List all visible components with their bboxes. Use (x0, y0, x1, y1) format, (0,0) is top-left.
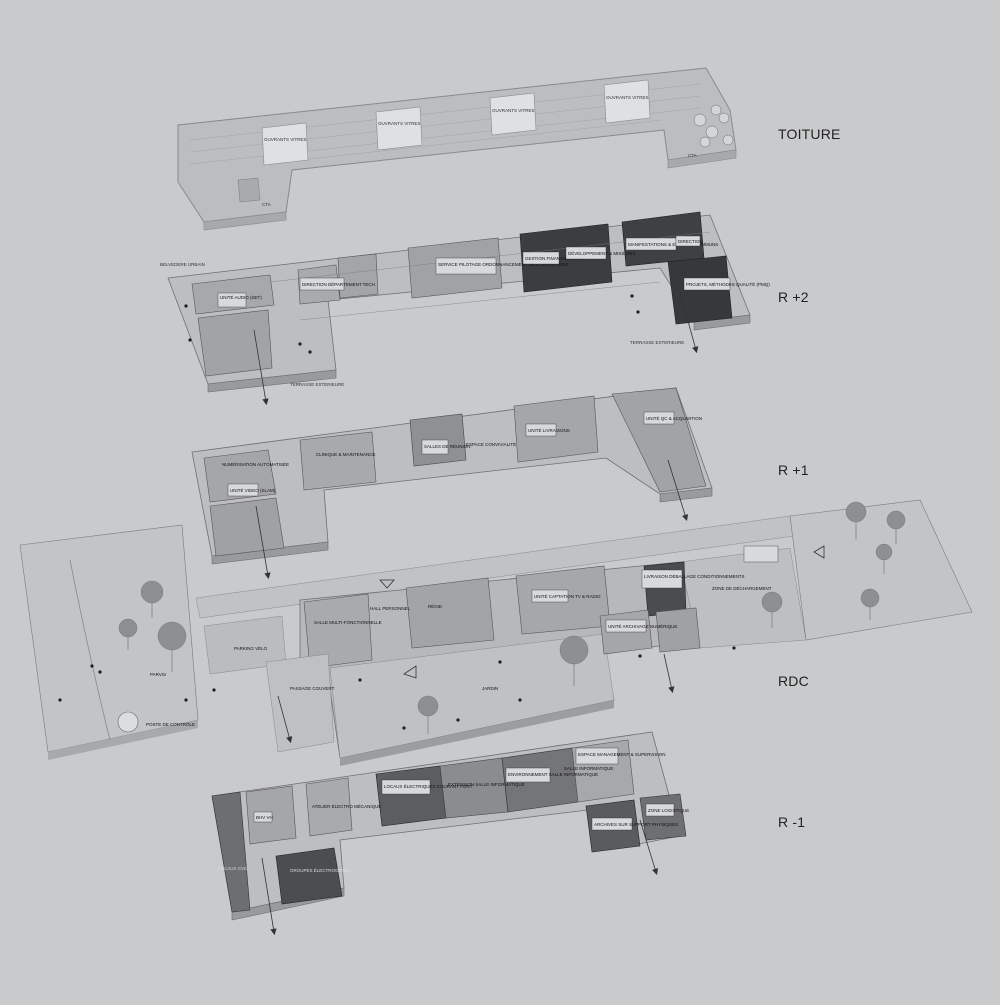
terrace-label: TERRASSE EXTERIEURE (290, 382, 344, 387)
room-label: NUMÉRISATION AUTOMATISÉE (222, 461, 289, 467)
terrace-label: TERRASSE EXTERIEURE (630, 340, 684, 345)
cta-label: CTA (688, 153, 697, 158)
level-label-rdc: RDC (778, 673, 809, 689)
room-label: SALLE MULTI-FONCTIONNELLE (314, 620, 382, 625)
circulation-arrow (679, 291, 699, 354)
room-label: ARCHIVES SUR SUPPORT PHYSIQUES (594, 822, 678, 827)
roof-skylight (375, 106, 423, 151)
entrance-marker (813, 545, 825, 559)
room-label: ATELIER ÉLECTRO MÉCANIQUE (312, 803, 381, 809)
rm1-labels: ESPACE MANAGEMENT & SUPERVISION LOCAUX É… (218, 747, 689, 873)
level-label-rm1: R -1 (778, 814, 806, 830)
truck (743, 545, 779, 563)
room-label: BHV VH (256, 815, 273, 820)
level-r1: NUMÉRISATION AUTOMATISÉE CLINIQUE & MAIN… (191, 387, 713, 580)
room-label: UNITÉ ARCHIVAGE NUMÉRIQUE (608, 623, 677, 629)
room-label: DIRECTION (678, 239, 703, 244)
room-label: UNITÉ AUDIO (SET) (220, 294, 262, 300)
roof-skylight (603, 79, 651, 124)
room-label: LIVRAISON DÉBALLAGE CONDITIONNEMENTS (644, 573, 745, 579)
trees (118, 501, 906, 734)
room-label: UNITÉ VIDEO (SLAM) (230, 487, 276, 493)
room-label: ENVIRONNEMENT SALLE INFORMATIQUE (508, 772, 598, 777)
roof-skylight (489, 92, 537, 136)
circulation-arrow (667, 459, 689, 522)
room-label: ZONE LOGISTIQUE (648, 808, 689, 813)
entrance-marker (403, 665, 417, 679)
room-label: SALLE INFORMATIQUE (564, 766, 613, 771)
entrance-marker (379, 579, 395, 589)
level-r2: UNITÉ AUDIO (SET) DIRECTION DÉPARTEMENT … (160, 211, 770, 406)
room-label: DIRECTION DÉPARTEMENT TECH (302, 281, 375, 287)
circulation-arrow (663, 653, 675, 694)
level-label-r1: R +1 (778, 462, 809, 478)
roof-garden-trees (693, 104, 734, 148)
level-rm1: ESPACE MANAGEMENT & SUPERVISION LOCAUX É… (211, 731, 689, 936)
r2-room-labels: UNITÉ AUDIO (SET) DIRECTION DÉPARTEMENT … (217, 235, 770, 308)
skylight-label: OUVRANTS VITRES (264, 137, 307, 142)
people (58, 294, 736, 730)
room-label: UNITÉ CAPTATION TV & RADIO (534, 593, 601, 599)
room-label: LOCAUX CVC (218, 866, 248, 871)
room-label: GROUPES ÉLECTROGÈNES (290, 867, 351, 873)
room-label: EXTENSION SALLE INFORMATIQUE (448, 782, 525, 787)
zone-label: POSTE DE CONTRÔLE (146, 721, 195, 727)
roof-level: OUVRANTS VITRES OUVRANTS VITRES OUVRANTS… (177, 67, 737, 231)
room-label: ESPACE CONVIVIALITÉ (466, 441, 516, 447)
room-label: UNITÉ QC & ACQUISITION (646, 415, 702, 421)
cta-label: CTA (262, 202, 271, 207)
circulation-arrow (277, 695, 293, 744)
room-label: CLINIQUE & MAINTENANCE (316, 452, 376, 457)
skylight-label: OUVRANTS VITRES (492, 108, 535, 113)
room-label: GESTION FINANCIÈRE & RH (525, 255, 586, 261)
room-label: MANIFESTATIONS & ESPACES COMMUNS (628, 242, 718, 247)
circulation-arrow (253, 329, 269, 406)
circulation-arrow (255, 505, 271, 580)
room-label: SERVICE PILOTAGE ORDONNANCEMENT DES OPER… (438, 262, 568, 267)
room-label: PROJETS, MÉTHODES QUALITÉ (PMQ) (686, 281, 770, 287)
zone-label: JARDIN (482, 686, 498, 691)
r1-room-labels: NUMÉRISATION AUTOMATISÉE CLINIQUE & MAIN… (222, 411, 702, 497)
zone-label: PARVIS (150, 672, 166, 677)
room-label: SALLES DE RÉUNION (424, 443, 471, 449)
room-label: UNITÉ LIVRAISONS (528, 427, 570, 433)
skylight-label: OUVRANTS VITRES (378, 121, 421, 126)
room-label: RÉGIE (428, 603, 442, 609)
room-label: ESPACE MANAGEMENT & SUPERVISION (578, 752, 666, 757)
belvedere-label: BELVEDERE URBAIN (160, 262, 205, 267)
room-label: HALL PERSONNEL (370, 606, 411, 611)
level-rdc: SALLE MULTI-FONCTIONNELLE HALL PERSONNEL… (19, 499, 973, 766)
roof-skylight (261, 122, 309, 166)
rdc-labels: SALLE MULTI-FONCTIONNELLE HALL PERSONNEL… (146, 569, 772, 727)
room-label: LOCAUX ÉLECTRIQUES COURANT FORT (384, 783, 473, 789)
level-label-toiture: TOITURE (778, 126, 841, 142)
level-label-r2: R +2 (778, 289, 809, 305)
circulation-arrow (261, 857, 277, 936)
zone-label: PARKING VÉLO (234, 645, 268, 651)
zone-label: ZONE DE DÉCHARGEMENT (712, 585, 772, 591)
control-booth (117, 711, 139, 733)
zone-label: PASSAGE COUVERT (290, 686, 335, 691)
skylight-label: OUVRANTS VITRES (606, 95, 649, 100)
room-label: DÉVELOPPEMENT & MISSIONS (568, 250, 635, 256)
circulation-arrow (639, 819, 659, 876)
